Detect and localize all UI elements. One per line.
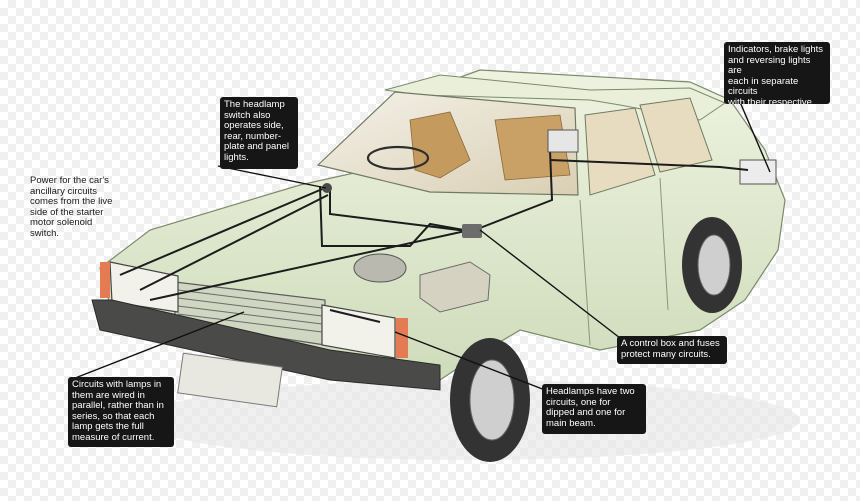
steering-wheel: [366, 145, 430, 171]
door-line-rear: [659, 177, 669, 311]
callout-headlamps: Headlamps have two circuits, one for dip…: [542, 384, 646, 434]
callout-parallel-circuits: Circuits with lamps in them are wired in…: [68, 377, 174, 447]
left-indicator: [100, 262, 110, 298]
battery: [419, 261, 491, 313]
rear-side-window: [639, 97, 713, 173]
number-plate: [177, 352, 283, 408]
callout-control-box: A control box and fuses protect many cir…: [617, 336, 727, 364]
door-line-front: [579, 199, 591, 346]
right-indicator: [396, 318, 408, 358]
cabin-roof: [384, 74, 727, 121]
leader-lines: [69, 101, 771, 391]
headlamp-switch-point: [322, 183, 332, 193]
grille-bars: [177, 289, 323, 333]
label-power-source: Power for the car's ancillary circuits c…: [30, 175, 113, 239]
right-headlamp: [321, 304, 396, 359]
wiring: [119, 149, 749, 323]
control-box: [462, 224, 482, 238]
starter-motor: [353, 253, 407, 283]
rear-light-unit: [739, 159, 777, 185]
rear-wheel: [682, 217, 742, 313]
front-bumper: [91, 299, 441, 391]
callout-indicators: Indicators, brake lights and reversing l…: [724, 42, 830, 104]
callout-headlamp-switch: The headlamp switch also operates side, …: [220, 97, 298, 169]
rear-switch: [547, 129, 579, 153]
front-side-window: [584, 107, 656, 196]
front-wheel: [450, 338, 530, 462]
